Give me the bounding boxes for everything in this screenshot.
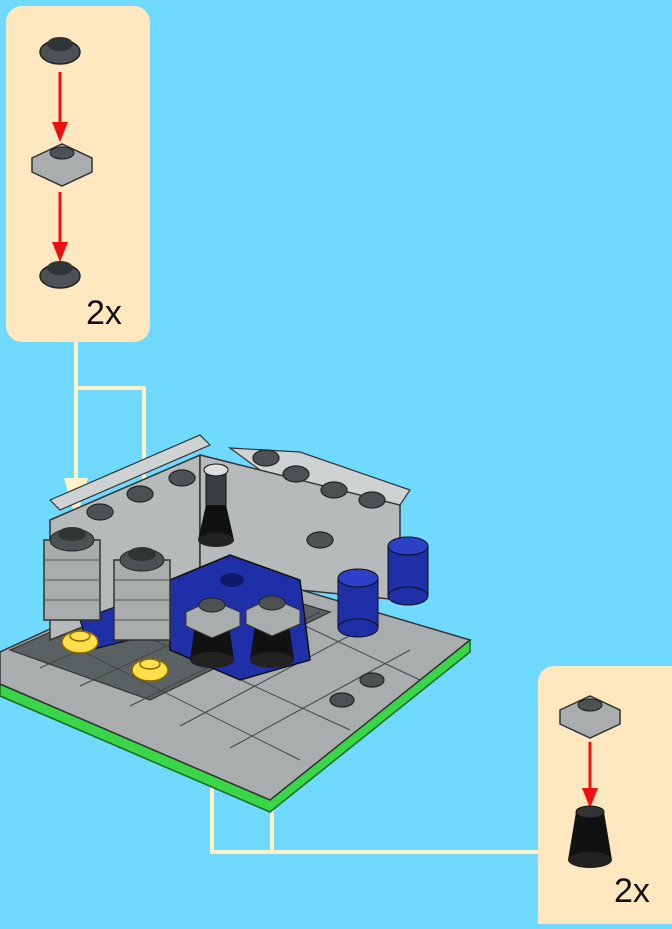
red-arrow-1 xyxy=(52,72,68,142)
callout-subassembly-1: 2x xyxy=(6,6,150,342)
dark-gray-round-plate-bottom xyxy=(39,261,81,289)
quantity-label: 2x xyxy=(614,872,650,910)
floor-studs xyxy=(329,672,385,708)
quantity-label: 2x xyxy=(86,294,122,332)
blue-stud xyxy=(220,573,244,587)
black-pawn-back xyxy=(198,463,234,547)
light-gray-plate xyxy=(559,695,621,739)
front-pawn-left xyxy=(185,597,241,668)
red-arrow-2 xyxy=(52,192,68,262)
callout-2-parts xyxy=(559,695,621,868)
dark-gray-round-plate-top xyxy=(39,37,81,65)
callout-1-parts xyxy=(31,37,93,289)
front-pawn-right xyxy=(245,595,301,668)
light-gray-plate xyxy=(31,143,93,187)
back-wall-left-top xyxy=(48,434,212,511)
red-arrow xyxy=(582,742,598,808)
yellow-studs xyxy=(61,630,169,682)
left-column-1 xyxy=(43,527,101,621)
left-column-2 xyxy=(113,547,171,641)
callout-subassembly-2: 2x xyxy=(538,666,672,924)
wall-studs xyxy=(86,449,386,549)
lego-model xyxy=(0,434,472,813)
black-cone xyxy=(568,805,612,868)
blue-cylinders xyxy=(337,536,429,638)
